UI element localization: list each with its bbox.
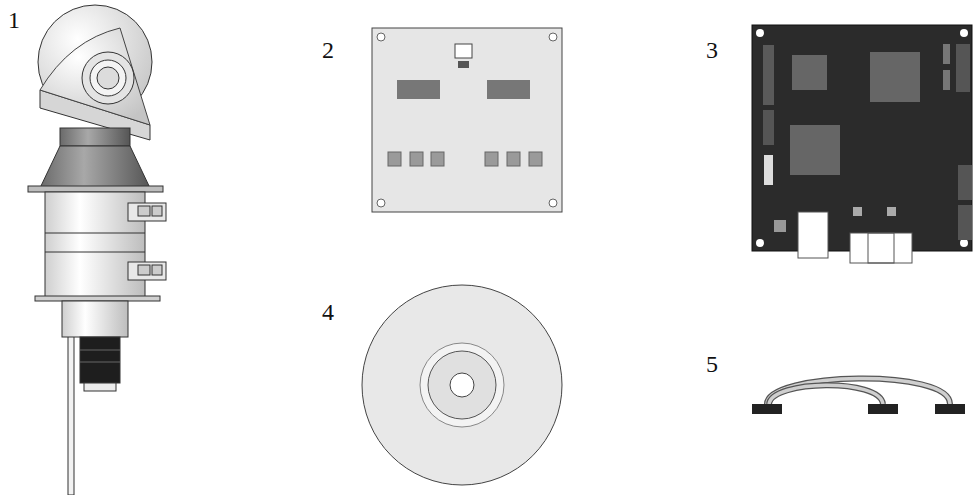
software-cd [362,285,562,485]
camera-unit [28,5,166,495]
y-cable [752,378,965,414]
callout-number: 2 [322,38,334,62]
callout-number: 5 [706,352,718,376]
callout-number: 4 [322,300,334,324]
callout-number: 1 [8,8,20,32]
processor-board [752,25,972,263]
callout-number: 3 [706,38,718,62]
interface-board [372,28,562,212]
